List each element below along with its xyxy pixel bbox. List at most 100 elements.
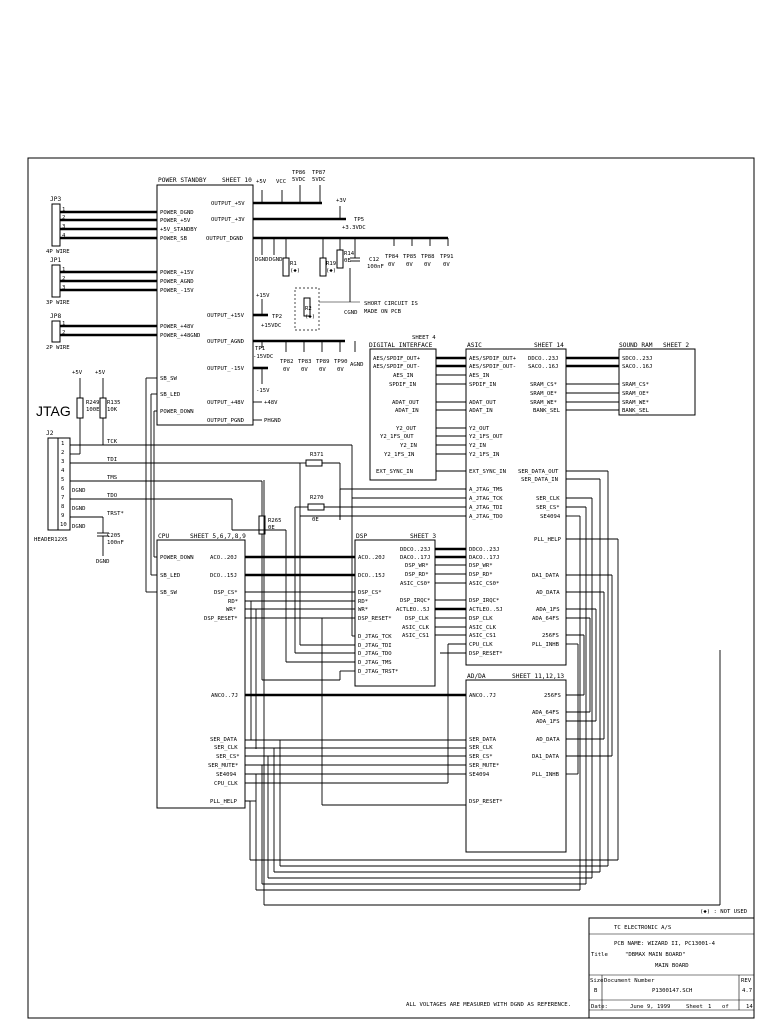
jtag-network: +5V +5V R249 100E R135 10K TCK TDI TMS T… [70, 370, 466, 680]
c205-gnd: DGND [96, 559, 110, 565]
power-standby-title: POWER STANDBY [158, 177, 207, 184]
asic-port-bank-sel: BANK_SEL [533, 408, 561, 414]
of-label: of [722, 1004, 729, 1010]
asic-port-cpu-clk: CPU_CLK [469, 642, 493, 648]
cpu-port-ser-mute: SER_MUTE* [208, 763, 238, 769]
rail-m15v: -15V [256, 388, 270, 394]
j2-pin-6: 6 [61, 486, 64, 492]
adda-sheet: SHEET 11,12,13 [512, 673, 564, 680]
cgnd-label: CGND [344, 310, 358, 316]
tp82-value: 0V [283, 367, 290, 373]
measure-note: ALL VOLTAGES ARE MEASURED WITH DGND AS R… [406, 1002, 571, 1008]
dsp-port-dsp-irqc: DSP_IRQC* [400, 598, 430, 604]
dsp-port-jtag-tms: D_JTAG_TMS [358, 660, 392, 666]
asic-port-ad-data: AD_DATA [536, 590, 560, 596]
tp89-value: 0V [319, 367, 326, 373]
asic-port-ser-data-out: SER_DATA_OUT [518, 469, 559, 475]
di-port-aes-in: AES_IN [393, 373, 413, 379]
title-block: (◆) : NOT USED TC ELECTRONIC A/S PCB NAM… [406, 909, 755, 1019]
asic-port-spdif-in: SPDIF_IN [469, 382, 496, 388]
asic-port-sram-we: SRAM_WE* [530, 400, 557, 406]
net-tdo: TDO [107, 493, 118, 499]
cpu-port-sb-led: SB_LED [160, 573, 181, 579]
net-tck: TCK [107, 439, 118, 445]
cpu-port-aco: ACO..20J [210, 555, 237, 561]
j2-pin-10: 10 [60, 522, 67, 528]
asic-port-jtag-tck: A_JTAG_TCK [469, 496, 503, 502]
asic-port-ddco: DDCO..23J [469, 547, 499, 553]
cpu-power-links [145, 377, 157, 593]
asic-adda-loop-wiring [245, 470, 721, 906]
sram-port-we: SRAM_WE* [622, 400, 649, 406]
jp8-ref: JP8 [50, 313, 61, 320]
r1-value: (◆) [290, 268, 300, 274]
power-standby-right-ports: OUTPUT_+5V OUTPUT_+3V OUTPUT_DGND OUTPUT… [206, 201, 245, 424]
asic-port-ada-64fs: ADA_64FS [532, 616, 559, 622]
asic-port-ser-clk: SER_CLK [536, 496, 560, 502]
asic-port-jtag-tdi: A_JTAG_TDI [469, 505, 503, 511]
jp1-pin-3: 3 [62, 285, 65, 291]
r14-ref: R14 [344, 251, 355, 257]
tp86-ref: TP86 [292, 170, 305, 176]
j2-ref: J2 [46, 430, 54, 437]
cpu-port-ser-clk: SER_CLK [214, 745, 238, 751]
dsp-port-rd: RD* [358, 599, 368, 605]
r371-ref: R371 [310, 452, 323, 458]
tp87-ref: TP87 [312, 170, 325, 176]
dsp-port-asic-cs1: ASIC_CS1 [402, 633, 429, 639]
r249-ref: R249 [86, 400, 99, 406]
tp88-value: 0V [424, 262, 431, 268]
dsp-port-actleo: ACTLEO..5J [396, 607, 430, 613]
adda-port-ser-data: SER_DATA [469, 737, 497, 743]
sound-ram-sheet: SHEET 2 [663, 342, 689, 349]
block-asic: ASIC SHEET 14 AES/SPDIF_OUT+ AES/SPDIF_O… [465, 342, 567, 666]
of-value: 14 [746, 1004, 753, 1010]
r265-value: 0E [268, 525, 275, 531]
asic-port-asic-cs0: ASIC_CS0* [469, 581, 499, 587]
r19-value: (◆) [326, 268, 336, 274]
asic-port-dsp-irqc: DSP_IRQC* [469, 598, 499, 604]
adda-port-ser-cs: SER_CS* [469, 754, 493, 760]
jp8-pin-1: 1 [62, 321, 65, 327]
port-power-down: POWER_DOWN [160, 409, 194, 415]
dsp-port-dsp-cs: DSP_CS* [358, 590, 382, 596]
jtag-rail-5v-b: +5V [95, 370, 106, 376]
port-output-m15v: OUTPUT_-15V [207, 366, 245, 372]
asic-port-saco-out: SACO..16J [528, 364, 558, 370]
dsp-port-jtag-tdi: D_JTAG_TDI [358, 643, 392, 649]
j2-pin-2: 2 [61, 450, 64, 456]
dsp-sheet: SHEET 3 [410, 533, 436, 540]
jp3-pin-2: 2 [62, 215, 65, 221]
jp3-ref: JP3 [50, 196, 61, 203]
dsp-port-wr: WR* [358, 607, 368, 613]
block-digital-interface: SHEET 4 DIGITAL INTERFACE AES/SPDIF_OUT+… [369, 335, 466, 481]
tp85-value: 0V [406, 262, 413, 268]
asic-port-dsp-rd: DSP_RD* [469, 572, 493, 578]
net-trst: TRST* [107, 511, 124, 517]
jp3-pin-3: 3 [62, 224, 65, 230]
asic-port-y2-1fs-out: Y2_1FS_OUT [469, 434, 503, 440]
cpu-sheet: SHEET 5,6,7,8,9 [190, 533, 246, 540]
r249-value: 100E [86, 407, 100, 413]
asic-port-ext-sync-in: EXT_SYNC_IN [469, 469, 506, 475]
cpu-dsp-wiring [231, 445, 466, 806]
tp1-ref: TP1 [255, 346, 265, 352]
j2-pin-9: 9 [61, 513, 64, 519]
net-tdi: TDI [107, 457, 117, 463]
adda-port-ser-clk: SER_CLK [469, 745, 493, 751]
rail-agnd: AGND [350, 362, 364, 368]
di-port-y2-in: Y2_IN [400, 443, 417, 449]
j2-pin-1: 1 [61, 441, 64, 447]
tp83-ref: TP83 [298, 359, 311, 365]
jp3-name: 4P WIRE [46, 249, 70, 255]
tp90-ref: TP90 [334, 359, 347, 365]
sram-port-sdco: SDCO..23J [622, 356, 652, 362]
rev-value: 4.7 [742, 988, 752, 994]
tp89-ref: TP89 [316, 359, 329, 365]
port-output-3v: OUTPUT_+3V [211, 217, 245, 223]
r14-value: 0E [344, 258, 351, 264]
connector-jp1: JP1 1 2 3 3P WIRE [46, 257, 157, 306]
connector-jp3: JP3 1 2 3 4 4P WIRE [46, 196, 157, 255]
port-power-m15v: POWER_-15V [160, 288, 194, 294]
jp8-name: 2P WIRE [46, 345, 70, 351]
